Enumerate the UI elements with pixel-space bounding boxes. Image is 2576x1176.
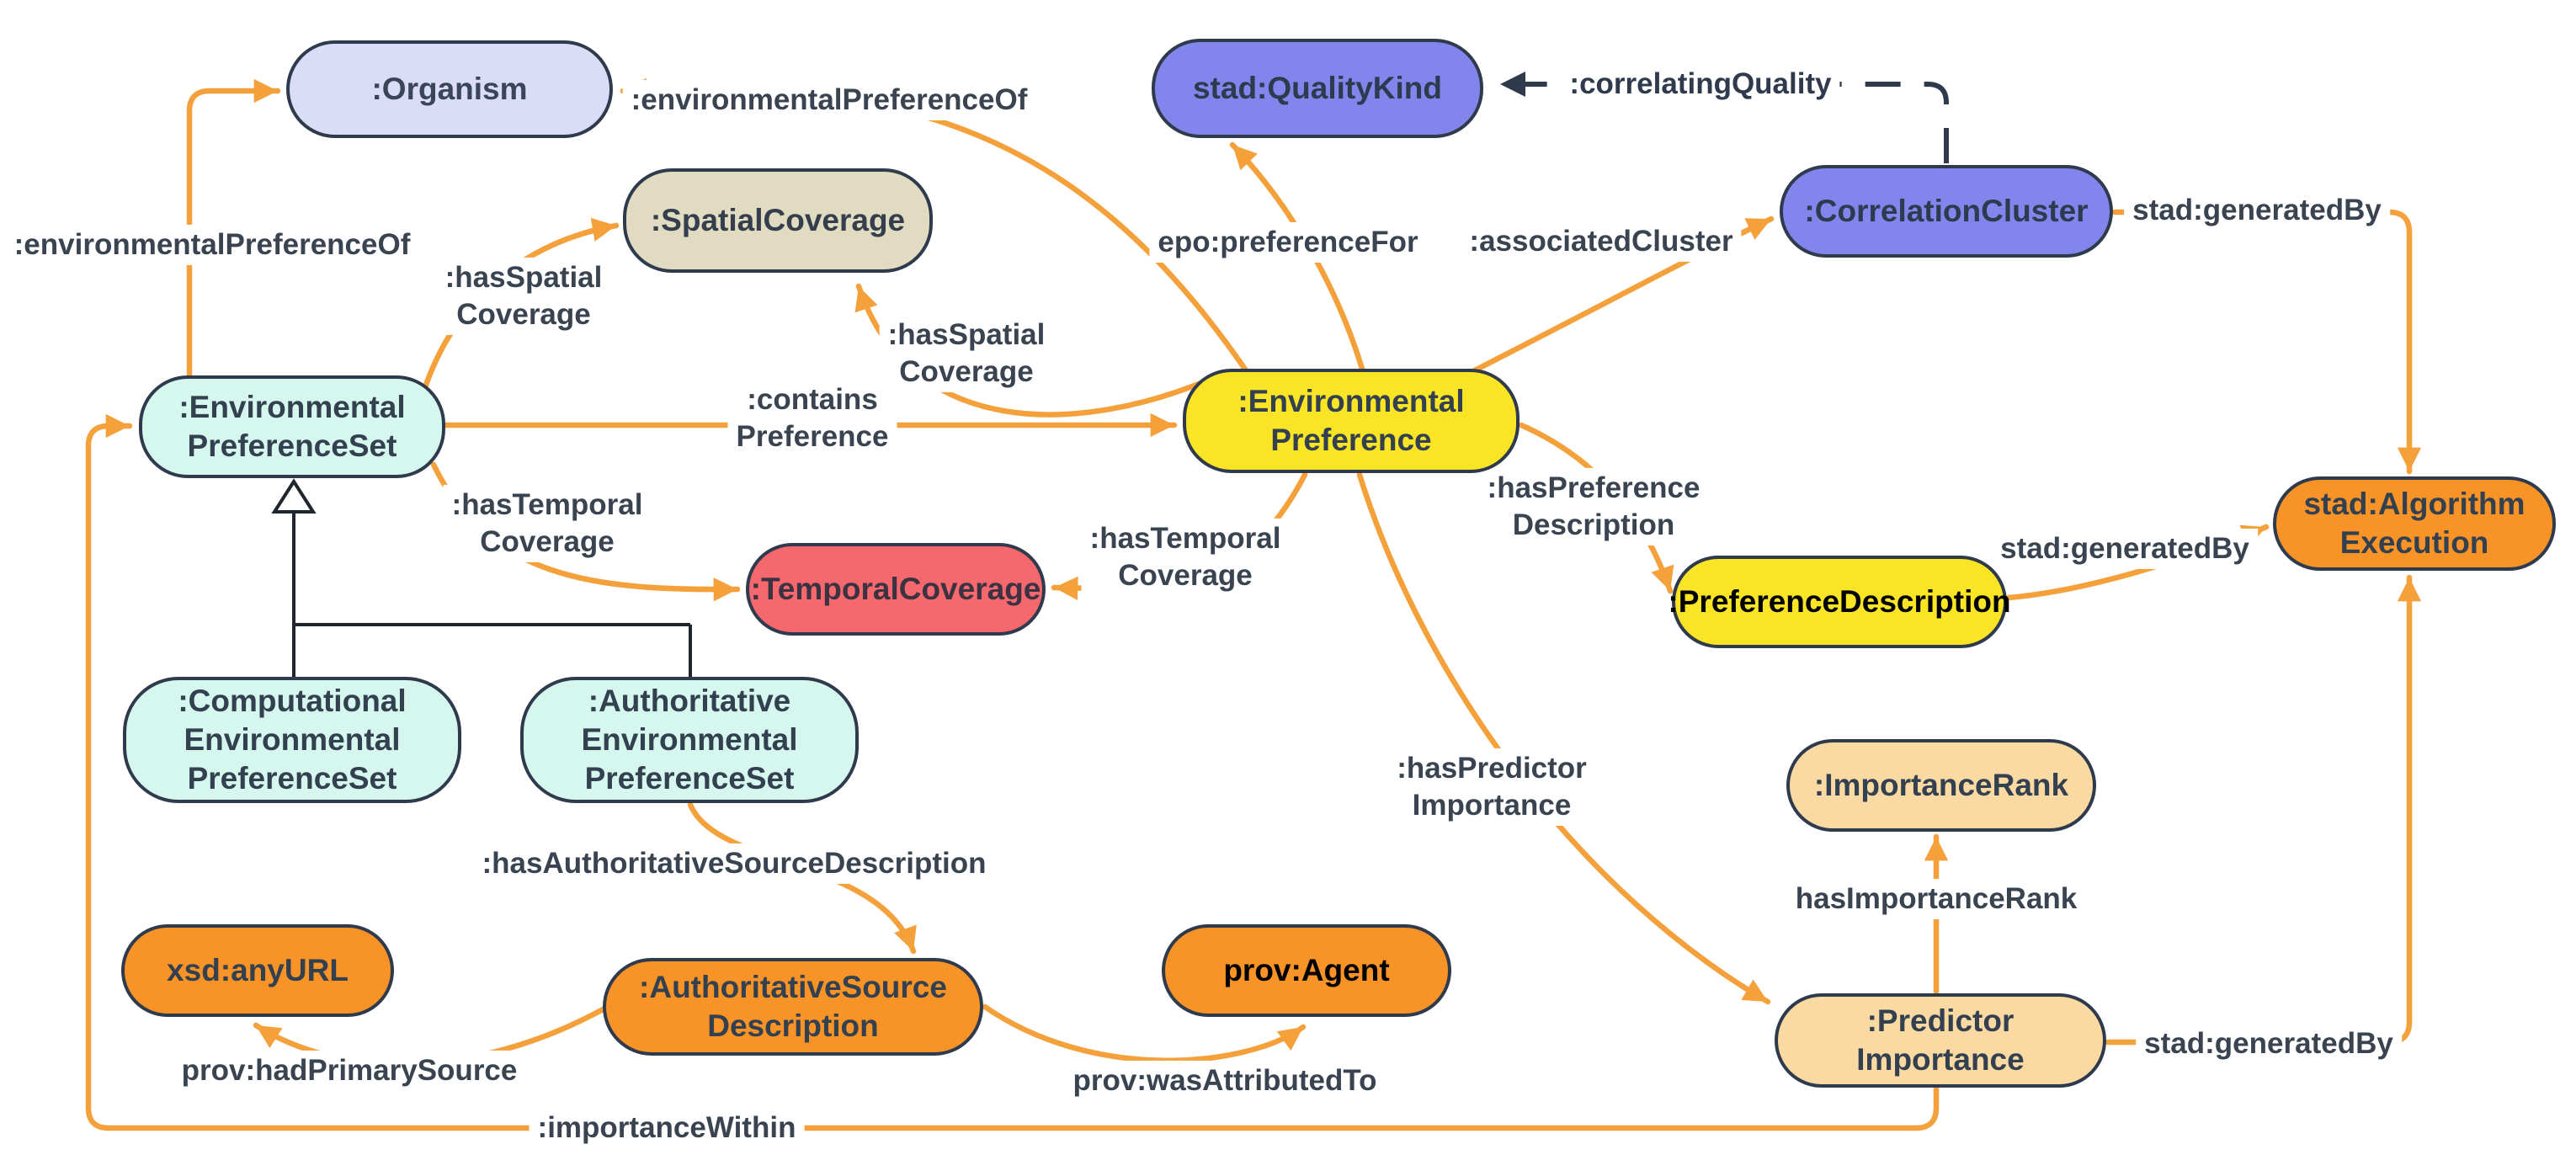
edge-correlating-quality bbox=[1500, 72, 1949, 163]
edge-label-has-predictor-importance: :hasPredictor Importance bbox=[1388, 748, 1595, 827]
node-authoritative-environmental-preference-set: :Authoritative Environmental PreferenceS… bbox=[520, 677, 859, 803]
edge-label-has-temporal-coverage-left: :hasTemporal Coverage bbox=[443, 484, 652, 563]
node-stad-quality-kind: stad:QualityKind bbox=[1152, 39, 1483, 138]
edge-label-stad-generated-by-top: stad:generatedBy bbox=[2124, 189, 2390, 231]
edge-has-predictor-importance bbox=[1356, 471, 1771, 1005]
edge-label-contains-preference: :contains Preference bbox=[727, 379, 897, 458]
node-spatial-coverage: :SpatialCoverage bbox=[623, 168, 933, 273]
edge-label-environmental-preference-of-top: :environmentalPreferenceOf bbox=[622, 79, 1036, 121]
edge-label-stad-generated-by-mid: stad:generatedBy bbox=[1992, 528, 2258, 570]
node-predictor-importance: :Predictor Importance bbox=[1775, 993, 2106, 1088]
node-organism: :Organism bbox=[286, 40, 613, 138]
node-importance-rank: :ImportanceRank bbox=[1786, 739, 2096, 832]
node-correlation-cluster: :CorrelationCluster bbox=[1780, 165, 2113, 258]
edge-label-stad-generated-by-bottom: stad:generatedBy bbox=[2136, 1023, 2402, 1065]
node-temporal-coverage: :TemporalCoverage bbox=[746, 543, 1046, 636]
edge-label-has-temporal-coverage-right: :hasTemporal Coverage bbox=[1081, 518, 1290, 597]
generalization-arrowhead bbox=[271, 478, 317, 514]
edge-label-epo-preference-for: epo:preferenceFor bbox=[1149, 221, 1427, 263]
edge-stad-generated-by-top bbox=[2111, 209, 2422, 475]
edge-label-environmental-preference-of-left: :environmentalPreferenceOf bbox=[5, 224, 419, 266]
node-preference-description: :PreferenceDescription bbox=[1668, 556, 2011, 648]
node-computational-environmental-preference-set: :Computational Environmental PreferenceS… bbox=[123, 677, 461, 803]
edge-label-associated-cluster: :associatedCluster bbox=[1461, 221, 1742, 263]
node-stad-algorithm-execution: stad:Algorithm Execution bbox=[2273, 476, 2556, 571]
edge-importance-within bbox=[85, 413, 1940, 1131]
edge-label-has-importance-rank: hasImportanceRank bbox=[1786, 878, 2086, 920]
edge-prov-was-attributed-to bbox=[982, 1003, 1307, 1063]
edge-label-has-spatial-coverage-left: :hasSpatial Coverage bbox=[436, 257, 611, 336]
edge-label-prov-had-primary-source: prov:hadPrimarySource bbox=[173, 1050, 526, 1092]
edge-environmental-preference-of-left bbox=[186, 78, 281, 379]
edge-label-importance-within: :importanceWithin bbox=[529, 1107, 805, 1149]
node-environmental-preference-set: :Environmental PreferenceSet bbox=[139, 375, 445, 478]
node-prov-agent: prov:Agent bbox=[1162, 924, 1451, 1017]
edge-label-has-authoritative-source-description: :hasAuthoritativeSourceDescription bbox=[473, 843, 995, 885]
edge-stad-generated-by-bottom bbox=[2105, 574, 2422, 1046]
edge-generalization-tree bbox=[292, 512, 692, 677]
edge-label-has-spatial-coverage-right: :hasSpatial Coverage bbox=[879, 314, 1054, 393]
node-environmental-preference: :Environmental Preference bbox=[1183, 369, 1520, 473]
edge-label-has-preference-description: :hasPreference Description bbox=[1478, 467, 1709, 546]
edge-label-correlating-quality: :correlatingQuality bbox=[1561, 63, 1840, 105]
node-xsd-any-url: xsd:anyURL bbox=[121, 924, 394, 1017]
edge-label-prov-was-attributed-to: prov:wasAttributedTo bbox=[1064, 1060, 1386, 1102]
node-authoritative-source-description: :AuthoritativeSource Description bbox=[603, 958, 983, 1056]
